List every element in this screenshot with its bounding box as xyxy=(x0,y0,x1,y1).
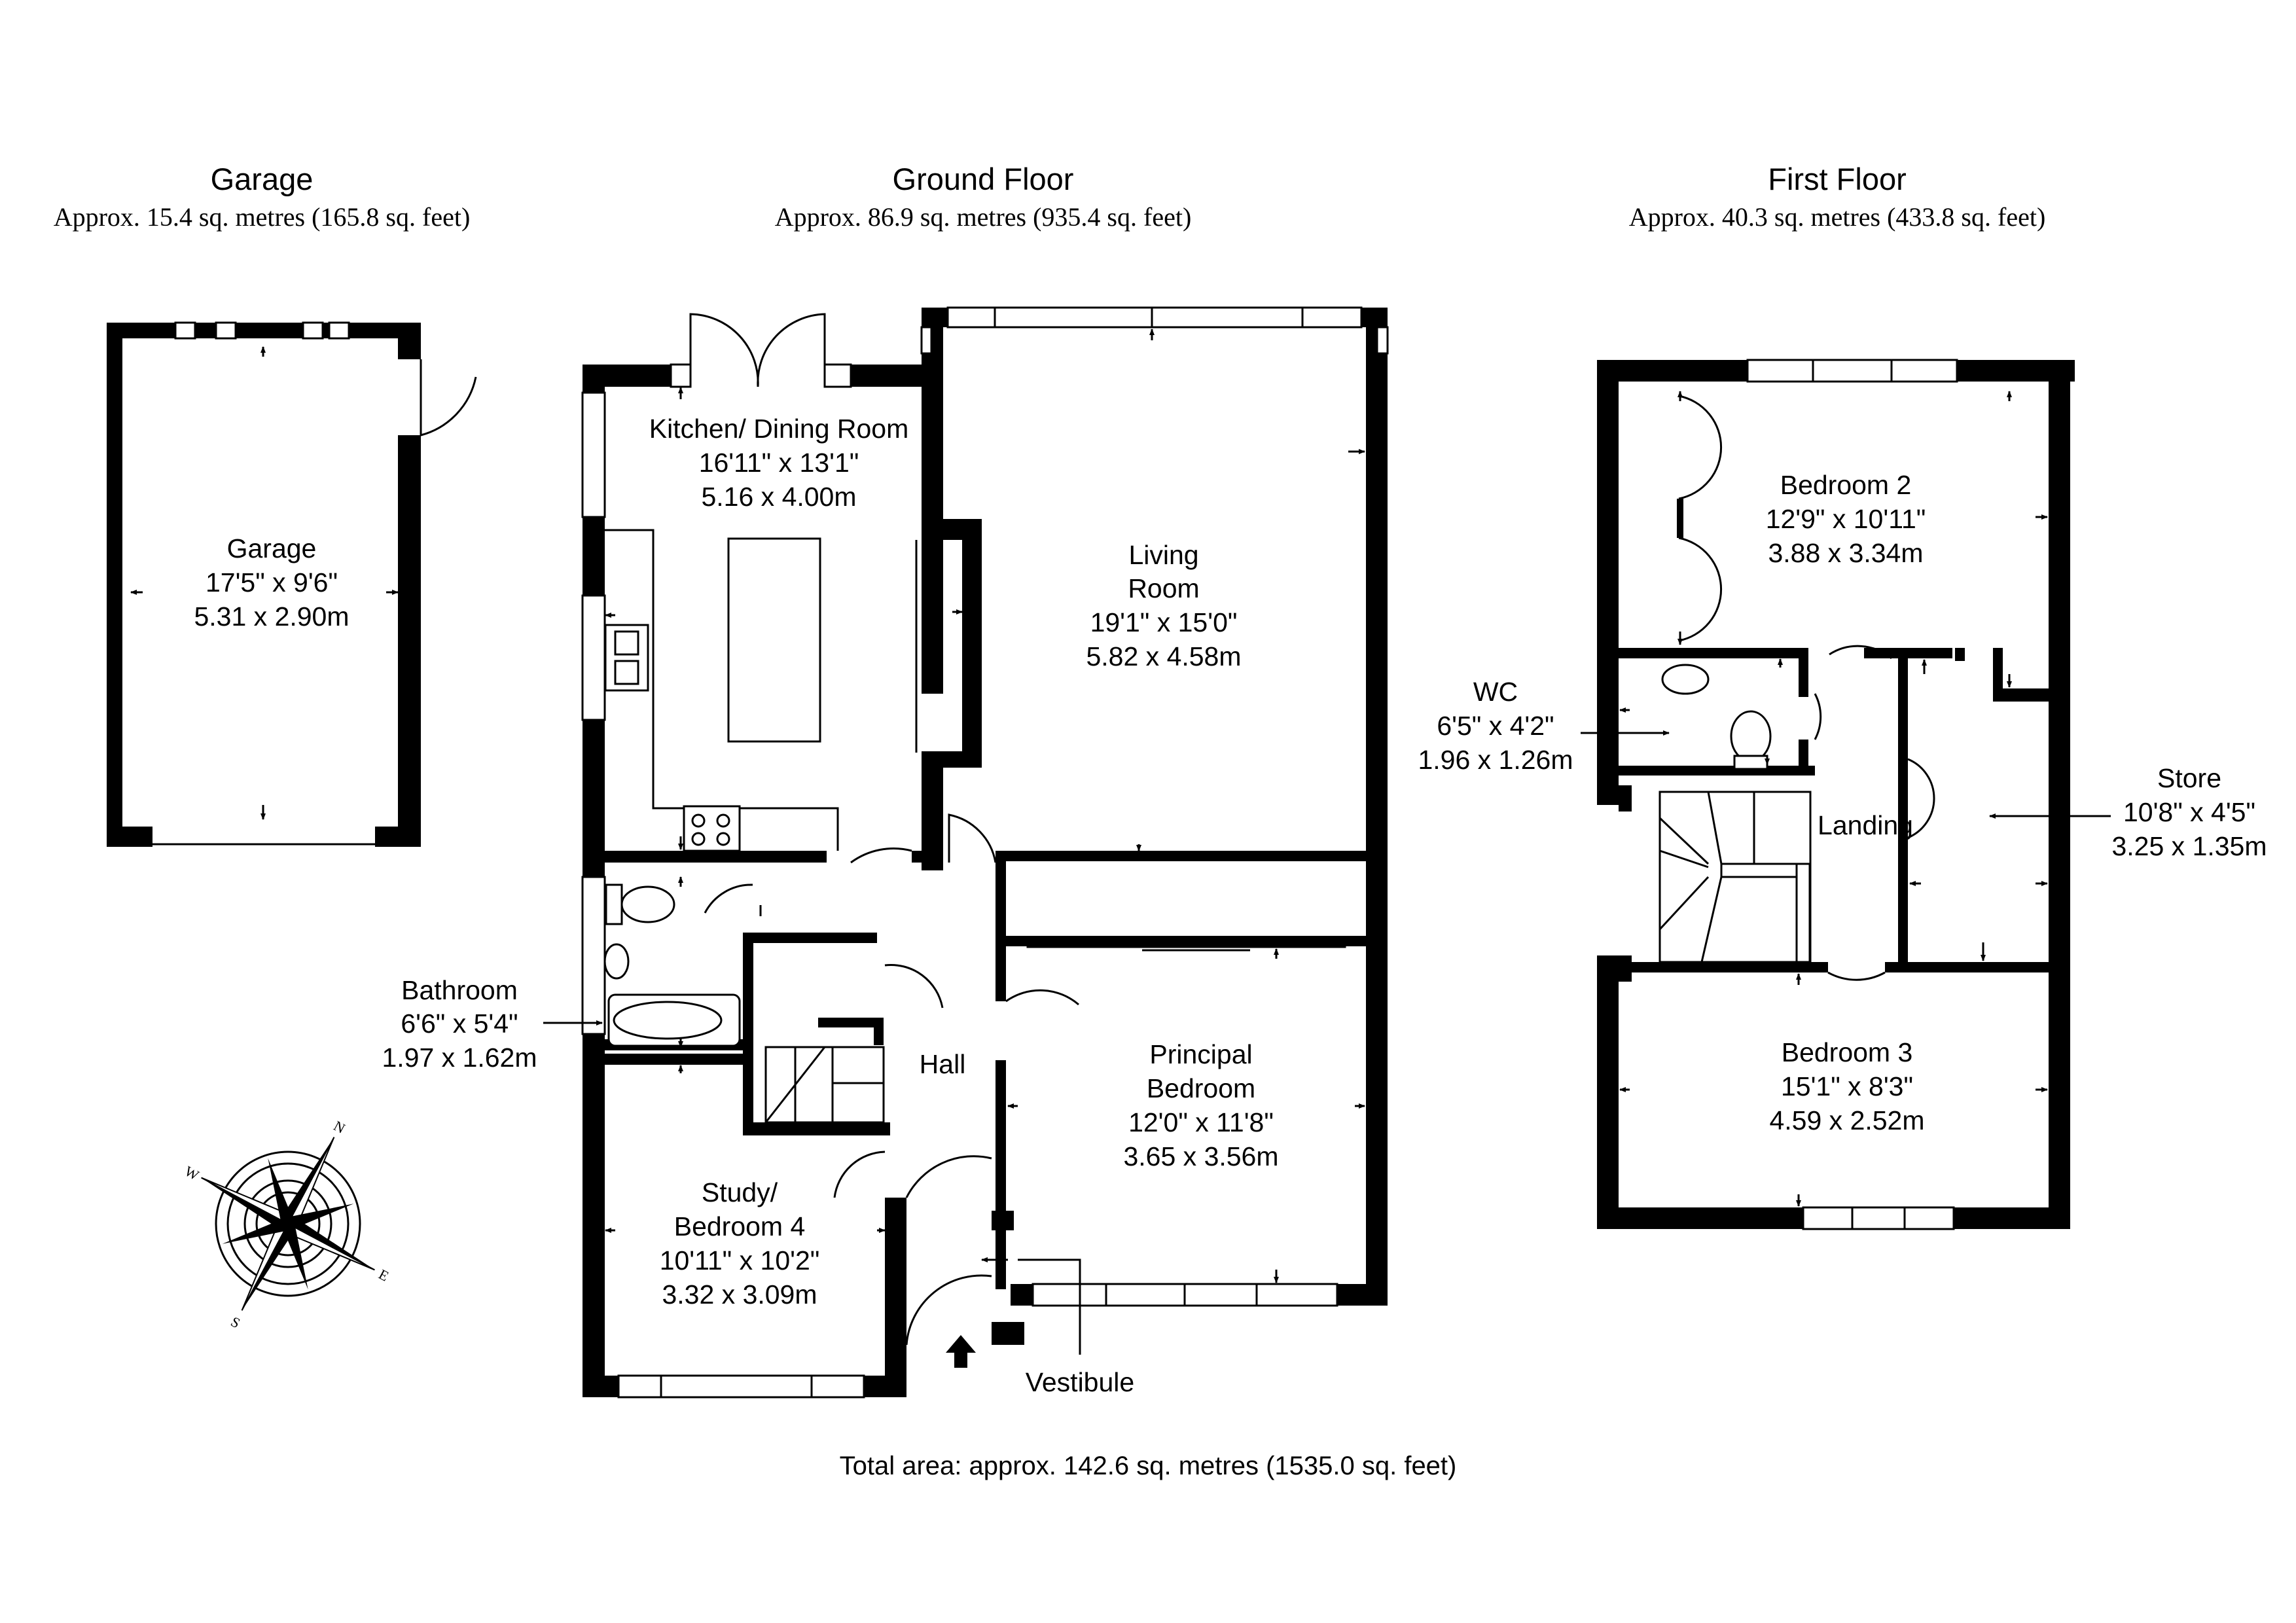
svg-text:5.31 x 2.90m: 5.31 x 2.90m xyxy=(194,601,349,632)
svg-text:3.65 x 3.56m: 3.65 x 3.56m xyxy=(1123,1141,1278,1171)
principal-bedroom-wardrobe xyxy=(1026,938,1346,952)
svg-text:Vestibule: Vestibule xyxy=(1026,1367,1134,1397)
kitchen-label: Kitchen/ Dining Room 16'11" x 13'1" 5.16… xyxy=(649,414,909,512)
garage-header: Garage Approx. 15.4 sq. metres (165.8 sq… xyxy=(54,162,471,232)
compass-rose-icon: N E S W xyxy=(182,1117,392,1332)
garage-area: Approx. 15.4 sq. metres (165.8 sq. feet) xyxy=(54,202,471,232)
svg-text:5.82 x 4.58m: 5.82 x 4.58m xyxy=(1086,641,1241,671)
ground-floor-title: Ground Floor xyxy=(893,162,1074,196)
first-floor-title: First Floor xyxy=(1768,162,1907,196)
living-room-label: Living Room 19'1" x 15'0" 5.82 x 4.58m xyxy=(1086,540,1241,671)
bathroom-label: Bathroom 6'6" x 5'4" 1.97 x 1.62m xyxy=(382,975,537,1073)
svg-text:5.16 x 4.00m: 5.16 x 4.00m xyxy=(701,482,856,512)
garage-title: Garage xyxy=(211,162,314,196)
total-area: Total area: approx. 142.6 sq. metres (15… xyxy=(840,1452,1457,1480)
bedroom2-label: Bedroom 2 12'9" x 10'11" 3.88 x 3.34m xyxy=(1766,470,1926,568)
principal-bedroom-label: Principal Bedroom 12'0" x 11'8" 3.65 x 3… xyxy=(1123,1039,1278,1171)
svg-text:12'9" x 10'11": 12'9" x 10'11" xyxy=(1766,504,1926,534)
svg-text:Bathroom: Bathroom xyxy=(401,975,518,1005)
svg-text:Store: Store xyxy=(2157,763,2221,793)
svg-text:6'6" x 5'4": 6'6" x 5'4" xyxy=(401,1008,518,1039)
garage-plan: Garage 17'5" x 9'6" 5.31 x 2.90m xyxy=(107,321,477,847)
compass-east: E xyxy=(376,1266,392,1284)
svg-text:12'0" x 11'8": 12'0" x 11'8" xyxy=(1128,1107,1274,1137)
bedroom3-label: Bedroom 3 15'1" x 8'3" 4.59 x 2.52m xyxy=(1769,1037,1924,1135)
landing-label: Landing xyxy=(1818,810,1913,840)
compass-north: N xyxy=(331,1117,348,1137)
svg-text:10'8" x 4'5": 10'8" x 4'5" xyxy=(2123,797,2255,827)
ground-floor-dimension-arrows xyxy=(605,329,1365,1355)
svg-text:16'11" x 13'1": 16'11" x 13'1" xyxy=(699,448,859,478)
svg-text:10'11" x 10'2": 10'11" x 10'2" xyxy=(660,1245,820,1275)
wc-label: WC 6'5" x 4'2" 1.96 x 1.26m xyxy=(1418,677,1573,775)
ground-floor-plan: Kitchen/ Dining Room 16'11" x 13'1" 5.16… xyxy=(182,306,1389,1399)
svg-text:Landing: Landing xyxy=(1818,810,1913,840)
svg-text:1.97 x 1.62m: 1.97 x 1.62m xyxy=(382,1043,537,1073)
svg-text:Bedroom: Bedroom xyxy=(1147,1073,1255,1103)
entrance-arrow-icon xyxy=(946,1335,976,1368)
garage-label: Garage 17'5" x 9'6" 5.31 x 2.90m xyxy=(194,533,349,632)
svg-text:Bedroom 2: Bedroom 2 xyxy=(1780,470,1912,500)
first-floor-stairs xyxy=(1659,791,1812,963)
ground-floor-stairs xyxy=(764,1046,885,1124)
compass-south: S xyxy=(228,1313,243,1332)
ground-floor-header: Ground Floor Approx. 86.9 sq. metres (93… xyxy=(775,162,1192,232)
first-floor-area: Approx. 40.3 sq. metres (433.8 sq. feet) xyxy=(1629,202,2046,232)
first-floor-dimension-arrows xyxy=(1619,391,2048,1207)
wc-fixtures xyxy=(1661,664,1772,770)
svg-text:19'1" x 15'0": 19'1" x 15'0" xyxy=(1090,607,1238,637)
svg-text:Principal: Principal xyxy=(1149,1039,1252,1069)
svg-text:15'1" x 8'3": 15'1" x 8'3" xyxy=(1781,1071,1913,1101)
svg-text:4.59 x 2.52m: 4.59 x 2.52m xyxy=(1769,1105,1924,1135)
ground-floor-area: Approx. 86.9 sq. metres (935.4 sq. feet) xyxy=(775,202,1192,232)
svg-text:1.96 x 1.26m: 1.96 x 1.26m xyxy=(1418,745,1573,775)
svg-text:Room: Room xyxy=(1128,573,1199,603)
svg-text:3.32 x 3.09m: 3.32 x 3.09m xyxy=(662,1279,817,1310)
svg-text:17'5" x 9'6": 17'5" x 9'6" xyxy=(206,567,338,597)
garage-dimension-arrows xyxy=(130,346,399,820)
kitchen-units xyxy=(604,529,918,852)
svg-text:Kitchen/ Dining Room: Kitchen/ Dining Room xyxy=(649,414,909,444)
study-label: Study/ Bedroom 4 10'11" x 10'2" 3.32 x 3… xyxy=(660,1177,820,1310)
svg-text:6'5" x 4'2": 6'5" x 4'2" xyxy=(1437,711,1554,741)
vestibule-label: Vestibule xyxy=(1026,1367,1134,1397)
svg-text:Study/: Study/ xyxy=(702,1177,778,1207)
svg-text:Bedroom 4: Bedroom 4 xyxy=(674,1211,806,1241)
svg-text:Bedroom 3: Bedroom 3 xyxy=(1782,1037,1913,1067)
svg-text:WC: WC xyxy=(1473,677,1518,707)
store-label: Store 10'8" x 4'5" 3.25 x 1.35m xyxy=(2111,763,2267,861)
first-floor-header: First Floor Approx. 40.3 sq. metres (433… xyxy=(1629,162,2046,232)
svg-text:3.25 x 1.35m: 3.25 x 1.35m xyxy=(2111,831,2267,861)
hall-label: Hall xyxy=(920,1049,966,1079)
svg-text:Living: Living xyxy=(1128,540,1198,570)
svg-text:Hall: Hall xyxy=(920,1049,966,1079)
svg-text:3.88 x 3.34m: 3.88 x 3.34m xyxy=(1768,538,1923,568)
compass-west: W xyxy=(182,1163,202,1184)
svg-text:Garage: Garage xyxy=(227,533,317,563)
bathroom-fixtures xyxy=(603,883,741,1047)
bedroom2-wardrobe xyxy=(1677,395,1723,642)
first-floor-plan: Bedroom 2 12'9" x 10'11" 3.88 x 3.34m WC… xyxy=(1418,359,2267,1230)
